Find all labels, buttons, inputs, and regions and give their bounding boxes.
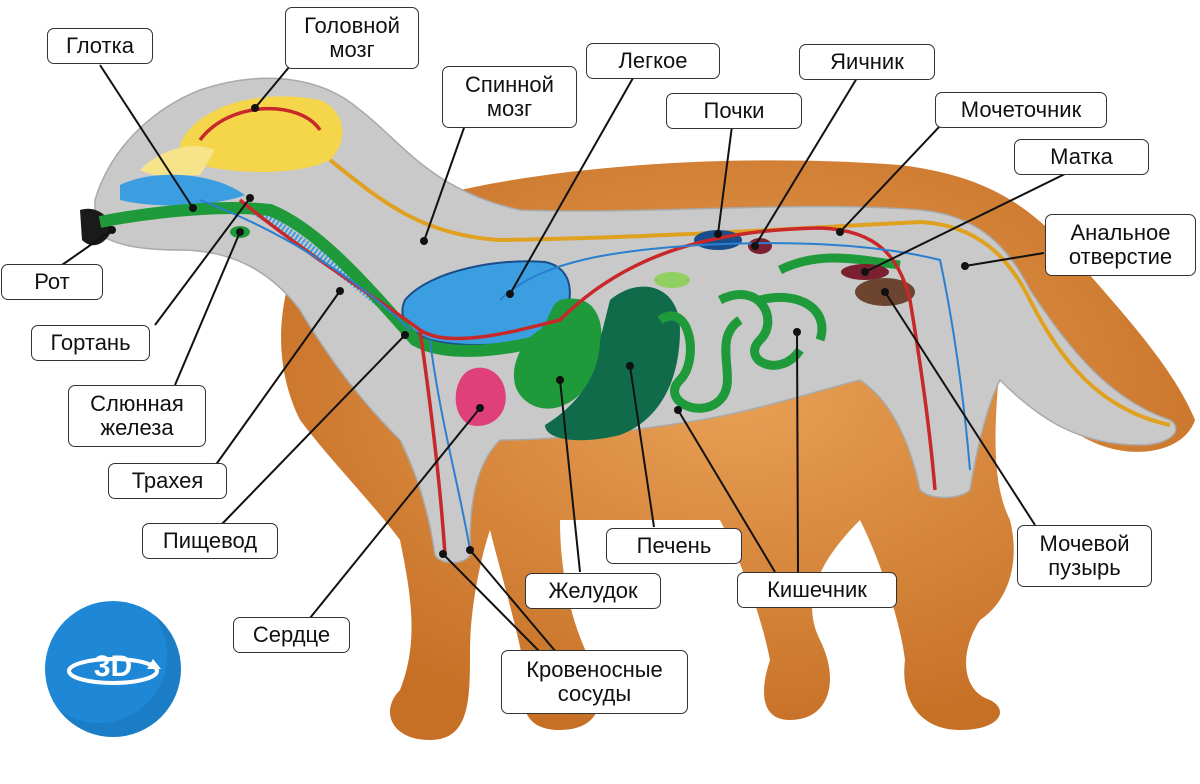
ovary <box>748 238 772 254</box>
spinal-cord <box>328 158 1171 427</box>
label-intestine: Кишечник <box>737 572 897 608</box>
liver <box>545 286 680 441</box>
heart <box>455 367 506 426</box>
veins <box>199 199 971 551</box>
label-uterus: Матка <box>1014 139 1149 175</box>
label-esophagus: Пищевод <box>142 523 278 559</box>
label-pharynx: Глотка <box>47 28 153 64</box>
label-kidneys: Почки <box>666 93 802 129</box>
intestines <box>657 253 901 413</box>
3d-view-badge[interactable]: 3D <box>45 601 181 737</box>
callout-lines <box>61 59 1074 653</box>
label-larynx: Гортань <box>31 325 150 361</box>
label-mouth: Рот <box>1 264 103 300</box>
badge-label: 3D <box>93 650 133 683</box>
label-trachea: Трахея <box>108 463 227 499</box>
label-liver: Печень <box>606 528 742 564</box>
brainstem <box>140 146 215 177</box>
rotate-icon <box>67 657 161 685</box>
spleen <box>654 272 690 288</box>
label-ureter: Мочеточник <box>935 92 1107 128</box>
label-ovary: Яичник <box>799 44 935 80</box>
label-heart: Сердце <box>233 617 350 653</box>
main-artery <box>198 106 937 556</box>
label-stomach: Желудок <box>525 573 661 609</box>
label-lung: Легкое <box>586 43 720 79</box>
callout-dots <box>108 104 969 558</box>
stomach <box>513 298 602 409</box>
